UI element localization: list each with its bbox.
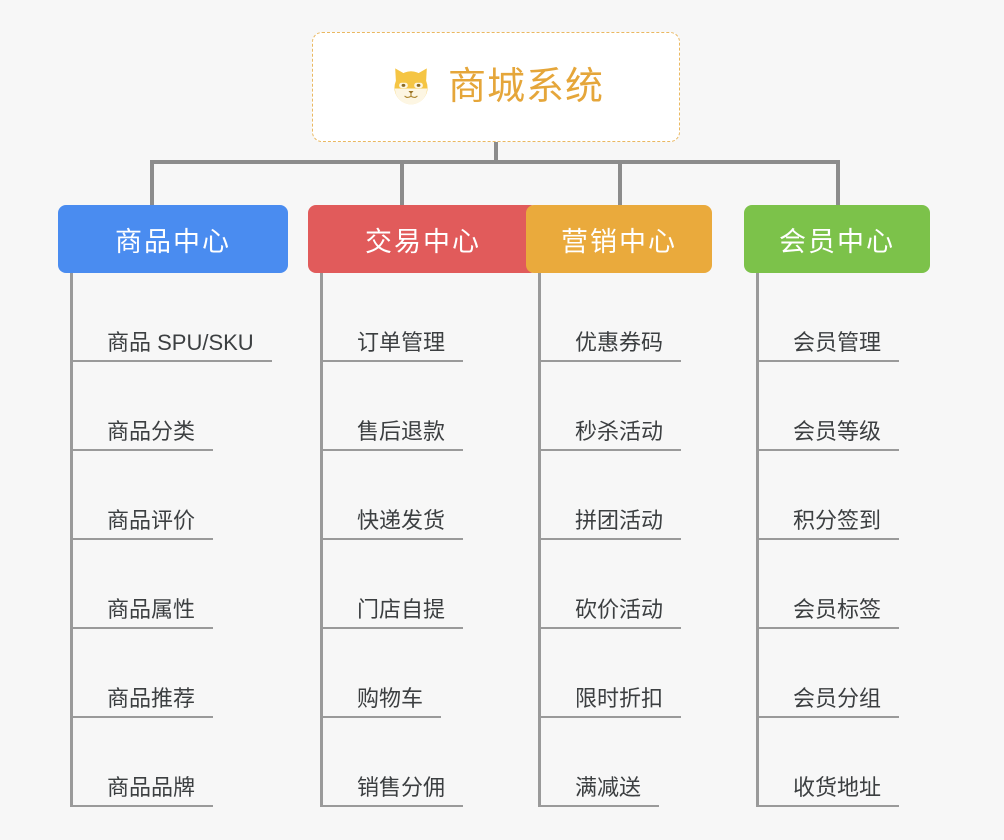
list-item[interactable]: 积分签到 — [759, 451, 930, 540]
leaf-label: 商品 SPU/SKU — [107, 329, 254, 355]
leaf-list-3: 优惠券码 秒杀活动 拼团活动 砍价活动 限时折扣 满减送 — [538, 273, 712, 807]
list-item[interactable]: 购物车 — [323, 629, 538, 718]
list-item[interactable]: 拼团活动 — [541, 451, 712, 540]
list-item[interactable]: 订单管理 — [323, 273, 538, 362]
category-label-2: 交易中心 — [365, 226, 481, 257]
leaf-label: 商品推荐 — [107, 685, 196, 711]
branch-column-1: 商品中心 商品 SPU/SKU 商品分类 商品评价 商品属性 商品推荐 — [58, 205, 288, 807]
list-item[interactable]: 会员分组 — [759, 629, 930, 718]
leaf-label: 秒杀活动 — [575, 418, 664, 444]
branch-column-4: 会员中心 会员管理 会员等级 积分签到 会员标签 会员分组 — [744, 205, 930, 807]
list-item[interactable]: 商品属性 — [73, 540, 288, 629]
list-item[interactable]: 会员等级 — [759, 362, 930, 451]
list-item[interactable]: 会员标签 — [759, 540, 930, 629]
leaf-label: 会员管理 — [793, 329, 882, 355]
list-item[interactable]: 售后退款 — [323, 362, 538, 451]
list-item[interactable]: 秒杀活动 — [541, 362, 712, 451]
leaf-list-4: 会员管理 会员等级 积分签到 会员标签 会员分组 收货地址 — [756, 273, 930, 807]
branch-connector-2 — [400, 160, 404, 207]
leaf-list-1: 商品 SPU/SKU 商品分类 商品评价 商品属性 商品推荐 商品品牌 — [70, 273, 288, 807]
list-item[interactable]: 砍价活动 — [541, 540, 712, 629]
category-header-4[interactable]: 会员中心 — [744, 205, 930, 273]
leaf-label: 积分签到 — [793, 507, 882, 533]
list-item[interactable]: 商品品牌 — [73, 718, 288, 807]
list-item[interactable]: 商品分类 — [73, 362, 288, 451]
branch-column-3: 营销中心 优惠券码 秒杀活动 拼团活动 砍价活动 限时折扣 — [526, 205, 712, 807]
list-item[interactable]: 销售分佣 — [323, 718, 538, 807]
category-label-1: 商品中心 — [115, 226, 231, 257]
list-item[interactable]: 商品推荐 — [73, 629, 288, 718]
leaf-list-2: 订单管理 售后退款 快递发货 门店自提 购物车 销售分佣 — [320, 273, 538, 807]
leaf-label: 拼团活动 — [575, 507, 664, 533]
list-item[interactable]: 收货地址 — [759, 718, 930, 807]
leaf-label: 售后退款 — [357, 418, 446, 444]
leaf-label: 会员标签 — [793, 596, 882, 622]
trunk-vertical-connector — [494, 142, 498, 164]
leaf-label: 优惠券码 — [575, 329, 664, 355]
root-node[interactable]: 商城系统 — [312, 32, 680, 142]
category-label-4: 会员中心 — [779, 226, 895, 257]
list-item[interactable]: 会员管理 — [759, 273, 930, 362]
branch-column-2: 交易中心 订单管理 售后退款 快递发货 门店自提 购物车 — [308, 205, 538, 807]
leaf-label: 会员分组 — [793, 685, 882, 711]
leaf-label: 订单管理 — [357, 329, 446, 355]
leaf-label: 快递发货 — [357, 507, 446, 533]
list-item[interactable]: 满减送 — [541, 718, 712, 807]
leaf-label: 门店自提 — [357, 596, 446, 622]
list-item[interactable]: 限时折扣 — [541, 629, 712, 718]
list-item[interactable]: 优惠券码 — [541, 273, 712, 362]
leaf-label: 限时折扣 — [575, 685, 664, 711]
leaf-label: 会员等级 — [793, 418, 882, 444]
list-item[interactable]: 商品 SPU/SKU — [73, 273, 288, 362]
root-title: 商城系统 — [447, 66, 604, 108]
leaf-label: 商品品牌 — [107, 774, 196, 800]
leaf-label: 销售分佣 — [357, 774, 446, 800]
category-header-2[interactable]: 交易中心 — [308, 205, 538, 273]
leaf-label: 收货地址 — [793, 774, 882, 800]
leaf-label: 购物车 — [357, 685, 424, 711]
branch-connector-3 — [618, 160, 622, 207]
leaf-label: 满减送 — [575, 774, 642, 800]
list-item[interactable]: 商品评价 — [73, 451, 288, 540]
category-header-3[interactable]: 营销中心 — [526, 205, 712, 273]
leaf-label: 商品评价 — [107, 507, 196, 533]
list-item[interactable]: 快递发货 — [323, 451, 538, 540]
category-label-3: 营销中心 — [561, 226, 677, 257]
shiba-dog-icon — [394, 68, 428, 105]
leaf-label: 砍价活动 — [575, 596, 664, 622]
leaf-label: 商品属性 — [107, 596, 196, 622]
leaf-label: 商品分类 — [107, 418, 196, 444]
branch-connector-1 — [150, 160, 154, 207]
category-header-1[interactable]: 商品中心 — [58, 205, 288, 273]
branch-connector-4 — [836, 160, 840, 207]
list-item[interactable]: 门店自提 — [323, 540, 538, 629]
trunk-horizontal-connector — [150, 160, 840, 164]
